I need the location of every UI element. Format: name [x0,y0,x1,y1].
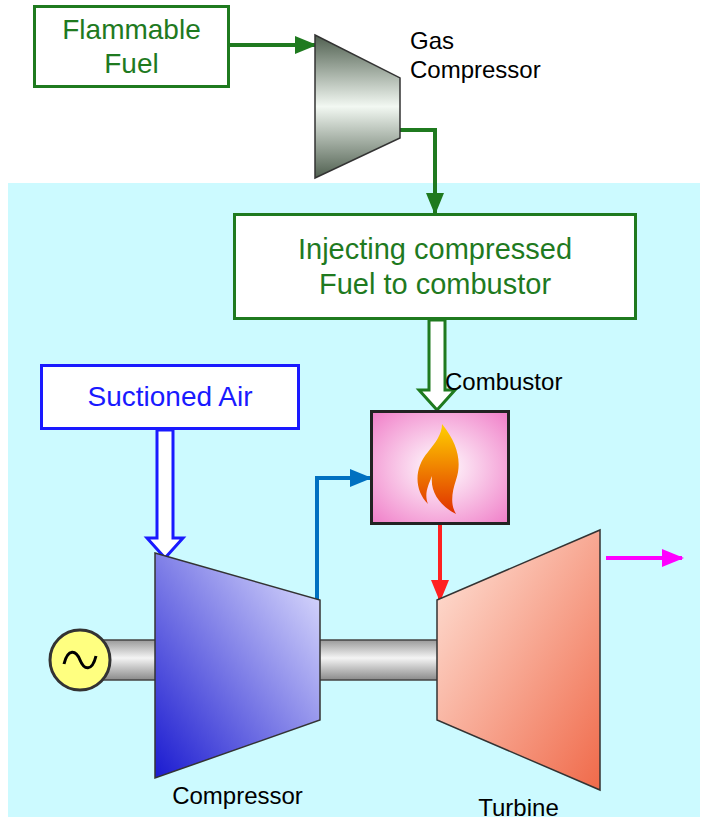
fuel-injection-box: Injecting compressed Fuel to combustor [233,213,637,320]
turbine-body [437,530,600,790]
flow-arrow [440,525,441,600]
box-label: Injecting compressed Fuel to combustor [280,232,590,302]
flow-arrow [147,430,183,558]
flow-arrow [419,320,455,410]
flow-arrow [317,478,370,599]
exhaust-arrow [606,556,682,560]
gas-compressor-shape [315,35,400,178]
generator-wave [64,652,96,668]
air-intake-box: Suctioned Air [40,364,300,430]
system-region [8,183,700,817]
turbine: Turbine [437,530,600,790]
gas-compressor-body [315,35,400,178]
flame-icon [418,424,459,514]
compressor-body [155,553,320,778]
combustor-body [372,412,509,524]
part-label: Turbine [478,794,558,823]
combustor: Combustor [370,410,510,525]
part-label: Compressor [172,782,303,811]
flow-arrow [230,45,315,46]
part-label: Gas Compressor [410,27,570,85]
fuel-source-box: Flammable Fuel [33,5,230,88]
gas-compressor: Gas Compressor [315,35,400,178]
compressor-shape [155,553,320,778]
compressor: Compressor [155,553,320,778]
combustor-shape [370,410,510,525]
part-label: Combustor [445,368,562,397]
turbine-shaft [316,640,441,680]
generator-symbol [50,630,110,690]
box-label: Flammable Fuel [49,13,214,80]
flow-arrow [400,130,435,213]
box-label: Suctioned Air [88,380,253,414]
turbine-shape [437,530,600,790]
